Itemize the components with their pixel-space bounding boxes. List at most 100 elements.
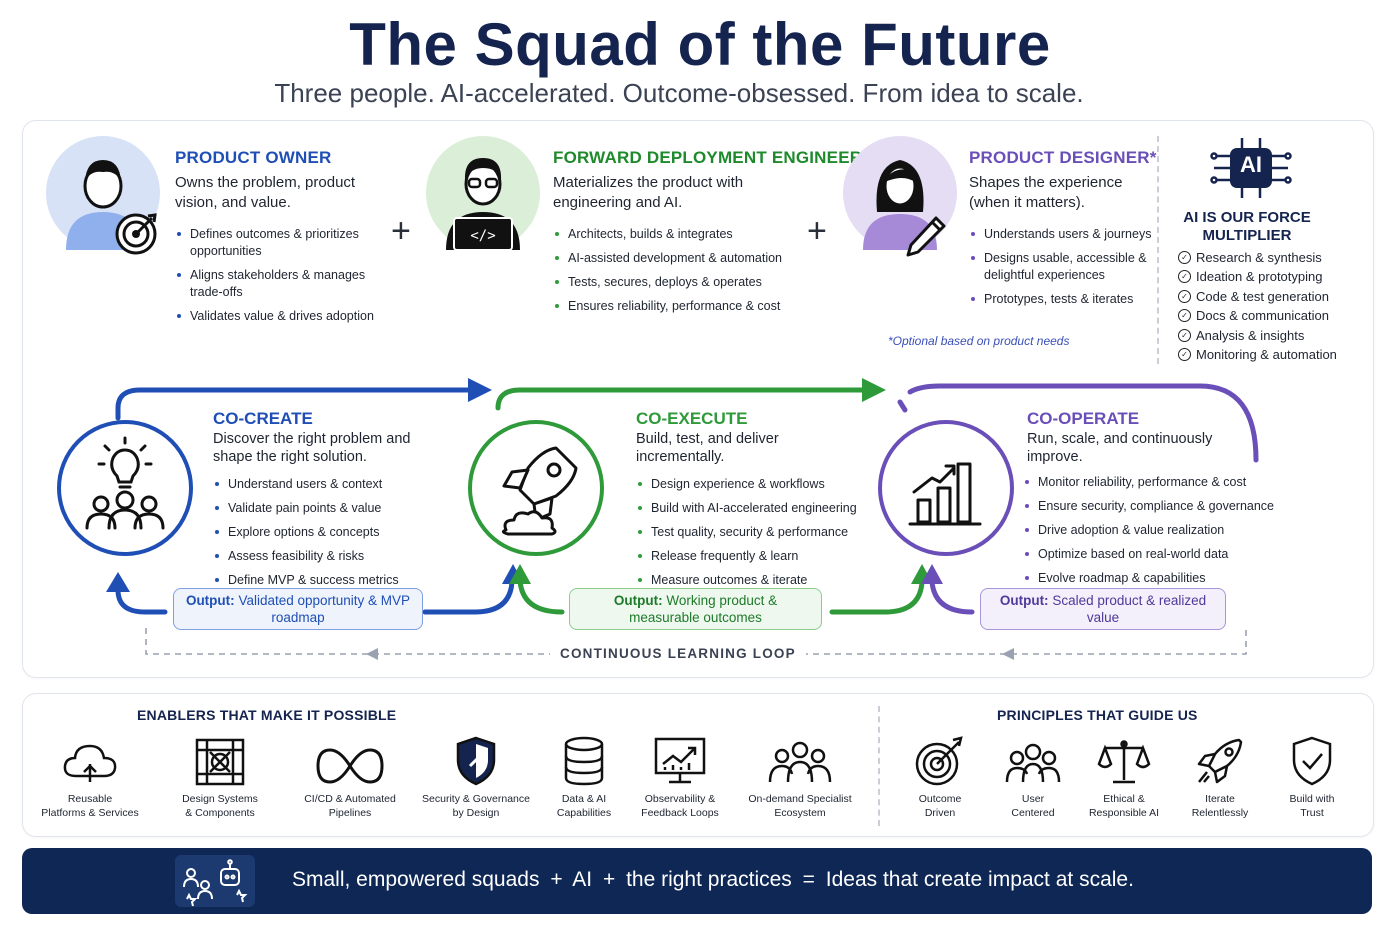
list-item: Measure outcomes & iterate (636, 572, 881, 589)
squad-ai-icon (175, 855, 255, 907)
principle-label-line2: Responsible AI (1088, 807, 1160, 819)
list-item: Explore options & concepts (213, 524, 453, 541)
engineer-avatar: </> (426, 136, 540, 251)
output-box-co-create: Output: Validated opportunity & MVP road… (173, 588, 423, 630)
plus-sign: + (807, 212, 827, 250)
ai-chip-icon (1210, 138, 1292, 198)
role-title-product-owner: PRODUCT OWNER (175, 148, 332, 167)
bar-chart-icon (908, 462, 982, 526)
phase-title-co-create: CO-CREATE (213, 409, 313, 428)
output-box-co-execute: Output: Working product & measurable out… (569, 588, 822, 630)
co-operate-circle (878, 420, 1014, 556)
people-group-icon (768, 741, 832, 783)
enablers-title: ENABLERS THAT MAKE IT POSSIBLE (137, 707, 397, 723)
target-icon (115, 213, 157, 255)
enabler-label-line1: Reusable (67, 793, 113, 805)
phase-desc-co-create: Discover the right problem and shape the… (213, 431, 411, 465)
banner-operator: + (550, 868, 563, 891)
list-item: Code & test generation (1178, 287, 1358, 306)
output-text: Working product & measurable outcomes (629, 593, 778, 625)
ai-panel-title: AI IS OUR FORCE MULTIPLIER (1183, 209, 1311, 244)
co-create-circle (57, 420, 193, 556)
target-icon (915, 736, 963, 786)
list-item: Assess feasibility & risks (213, 548, 453, 565)
list-item: Ideation & prototyping (1178, 267, 1358, 286)
principle-label-line2: Trust (1300, 807, 1324, 819)
cloud-icon (63, 744, 117, 782)
role-title-designer: PRODUCT DESIGNER* (969, 148, 1157, 167)
role-bullets-designer: Understands users & journeys Designs usa… (969, 226, 1154, 315)
users-icon (1005, 743, 1061, 783)
phase-desc-co-operate: Run, scale, and continuously improve. (1027, 431, 1213, 465)
list-item: Architects, builds & integrates (553, 226, 808, 243)
enabler-label-line2: & Components (185, 807, 255, 819)
list-item: Ensure security, compliance & governance (1023, 498, 1283, 515)
phase-desc-co-execute: Build, test, and deliver incrementally. (636, 431, 779, 465)
divider (878, 706, 880, 826)
principle-label-line1: Iterate (1205, 793, 1235, 805)
role-bullets-engineer: Architects, builds & integrates AI-assis… (553, 226, 808, 322)
list-item: Research & synthesis (1178, 248, 1358, 267)
enabler-label-line1: On-demand Specialist (748, 793, 852, 805)
rocket-icon (1197, 738, 1243, 784)
enabler-label-line2: Capabilities (556, 807, 612, 819)
principle-label-line2: Driven (924, 807, 956, 819)
enabler-item: Design Systems & Components (160, 736, 280, 820)
role-desc-designer: Shapes the experience (when it matters). (969, 174, 1123, 211)
principle-label-line2: Relentlessly (1191, 807, 1249, 819)
shield-icon (456, 736, 496, 786)
list-item: Ensures reliability, performance & cost (553, 298, 808, 315)
list-item: Defines outcomes & prioritizes opportuni… (175, 226, 380, 260)
phase-title-co-execute: CO-EXECUTE (636, 409, 748, 428)
developer-icon: </> (446, 158, 520, 251)
optional-note: *Optional based on product needs (888, 334, 1070, 348)
phase-bullets-co-execute: Design experience & workflows Build with… (636, 476, 881, 596)
flow-arrows (106, 378, 1259, 660)
list-item: Drive adoption & value realization (1023, 522, 1283, 539)
scales-icon (1097, 740, 1151, 784)
banner-part: AI (572, 868, 593, 891)
continuous-learning-loop-label: CONTINUOUS LEARNING LOOP (550, 646, 806, 661)
list-item: Tests, secures, deploys & operates (553, 274, 808, 291)
enabler-label-line1: Design Systems (182, 793, 258, 805)
banner-part: the right practices (626, 868, 792, 891)
principle-label-line1: Ethical & (1103, 793, 1145, 805)
list-item: Docs & communication (1178, 306, 1358, 325)
infinity-icon (316, 748, 384, 784)
list-item: Analysis & insights (1178, 326, 1358, 345)
list-item: Release frequently & learn (636, 548, 881, 565)
team-robot-icon (183, 859, 248, 907)
database-icon (564, 736, 604, 786)
principle-item: Ethical & Responsible AI (1064, 736, 1184, 820)
rocket-icon (501, 446, 578, 536)
role-desc-engineer: Materializes the product with engineerin… (553, 174, 744, 211)
banner-part: Small, empowered squads (292, 868, 540, 891)
banner-operator: = (802, 868, 815, 891)
ai-badge: AI (1240, 152, 1262, 177)
enabler-label-line1: Security & Governance (422, 793, 530, 805)
phase-bullets-co-create: Understand users & context Validate pain… (213, 476, 453, 596)
list-item: Test quality, security & performance (636, 524, 881, 541)
ai-capabilities-list: Research & synthesis Ideation & prototyp… (1178, 248, 1358, 364)
enabler-label-line1: Observability & (644, 793, 716, 805)
monitor-chart-icon (654, 737, 706, 784)
list-item: Monitoring & automation (1178, 345, 1358, 364)
design-grid-icon (195, 738, 245, 786)
principle-label-line1: Build with (1289, 793, 1335, 805)
list-item: Validate pain points & value (213, 500, 453, 517)
shield-check-icon (1292, 736, 1332, 786)
enabler-label-line2: Ecosystem (774, 807, 826, 819)
pen-icon (906, 216, 946, 257)
enabler-label-line2: Feedback Loops (641, 807, 719, 819)
enabler-item: Observability & Feedback Loops (620, 736, 740, 820)
output-label: Output: (185, 593, 235, 608)
phase-bullets-co-operate: Monitor reliability, performance & cost … (1023, 474, 1283, 594)
banner-operator: + (602, 868, 616, 891)
enabler-label-line1: CI/CD & Automated (304, 793, 396, 805)
co-execute-circle (468, 420, 604, 556)
